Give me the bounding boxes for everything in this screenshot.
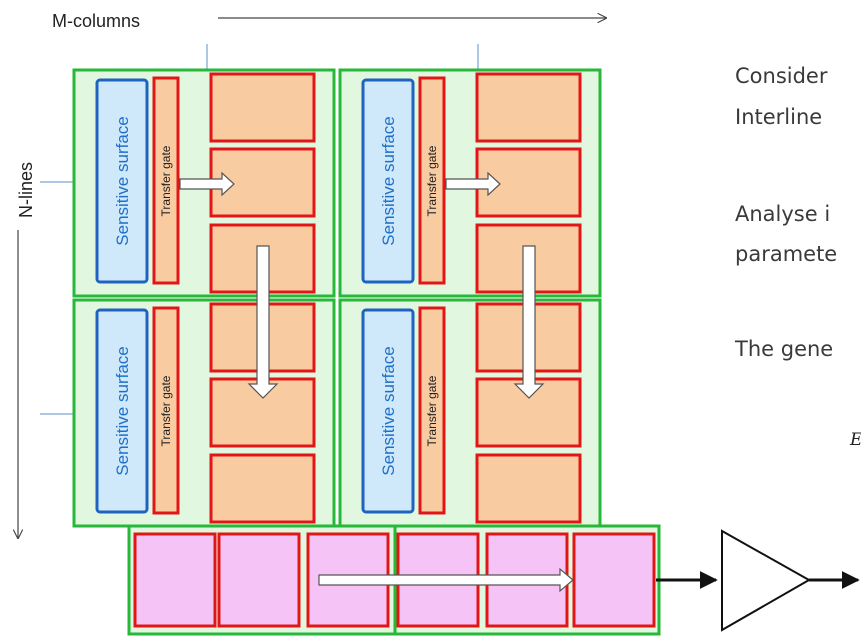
transfer-gate-label: Transfer gate bbox=[159, 145, 173, 216]
vertical-register-cell bbox=[475, 72, 582, 143]
readout-register-cell bbox=[133, 532, 217, 628]
vertical-register-cell bbox=[475, 453, 582, 524]
transfer-gate bbox=[418, 76, 446, 285]
transfer-gate bbox=[418, 306, 446, 515]
vertical-register-cell bbox=[209, 453, 316, 524]
transfer-gate-label: Transfer gate bbox=[425, 375, 439, 446]
readout-register-cell bbox=[572, 532, 656, 628]
sensitive-surface-label: Sensitive surface bbox=[113, 116, 132, 245]
text-line-3: Analyse i bbox=[735, 202, 831, 226]
transfer-arrow bbox=[445, 171, 501, 197]
m-columns-label: M-columns bbox=[52, 11, 140, 31]
sensitive-surface bbox=[361, 308, 415, 514]
sensitive-surface bbox=[95, 308, 149, 514]
text-line-1: Consider bbox=[735, 64, 828, 88]
transfer-gate-label: Transfer gate bbox=[159, 375, 173, 446]
amplifier-triangle bbox=[721, 529, 812, 632]
transfer-arrow bbox=[179, 171, 235, 197]
formula-fragment: E bbox=[850, 432, 861, 449]
transfer-gate bbox=[152, 306, 180, 515]
vertical-shift-arrow-col2 bbox=[513, 245, 545, 399]
n-lines-label: N-lines bbox=[16, 162, 36, 218]
text-line-2: Interline bbox=[735, 105, 823, 129]
pixel-cell-3: Sensitive surface Transfer gate bbox=[72, 298, 336, 528]
sensitive-surface-label: Sensitive surface bbox=[113, 346, 132, 475]
pixel-cell-2: Sensitive surface Transfer gate bbox=[338, 68, 602, 298]
pixel-cell-4: Sensitive surface Transfer gate bbox=[338, 298, 602, 528]
readout-register-cell bbox=[217, 532, 301, 628]
text-line-5: The gene bbox=[735, 337, 834, 361]
vertical-register-cell bbox=[209, 72, 316, 143]
transfer-gate bbox=[152, 76, 180, 285]
sensitive-surface bbox=[95, 78, 149, 284]
horizontal-shift-arrow bbox=[318, 567, 574, 593]
text-line-4: paramete bbox=[735, 242, 838, 266]
sensitive-surface-label: Sensitive surface bbox=[379, 116, 398, 245]
vertical-shift-arrow-col1 bbox=[247, 245, 279, 399]
pixel-cell-1: Sensitive surface Transfer gate bbox=[72, 68, 336, 298]
sensitive-surface-label: Sensitive surface bbox=[379, 346, 398, 475]
transfer-gate-label: Transfer gate bbox=[425, 145, 439, 216]
sensitive-surface bbox=[361, 78, 415, 284]
